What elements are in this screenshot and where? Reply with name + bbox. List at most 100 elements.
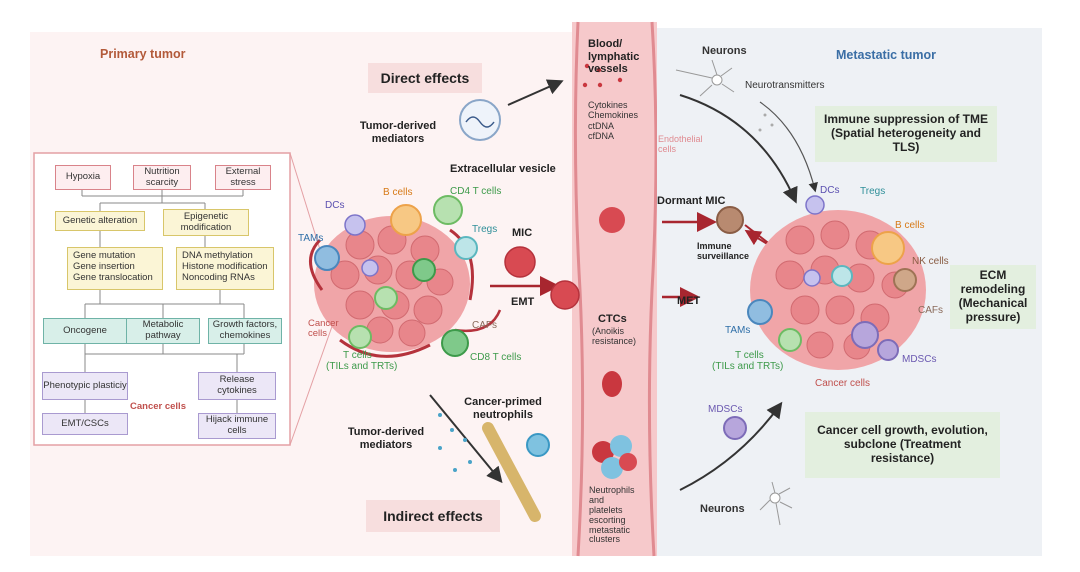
vessel-mediators: Cytokines Chemokines ctDNA cfDNA [588,100,638,141]
met-tils-trts-label: (TILs and TRTs) [712,361,784,372]
neurotransmitters-label: Neurotransmitters [745,80,825,91]
dc-icon [344,214,366,236]
neuron-arrow-top [679,94,798,204]
epi-change-text: DNA methylation [182,250,253,261]
zoom-line-bottom [289,317,336,446]
neurons-bottom-label: Neurons [700,503,745,515]
tams-label: TAMs [298,233,324,244]
neutrophil-icon [526,433,550,457]
cd4-label: CD4 T cells [450,186,502,197]
nk-cell-icon [893,268,917,292]
nutrition-box: Nutrition scarcity [133,165,191,190]
met-cancer-cells-label: Cancer cells [815,378,871,389]
mdsc-icon [851,321,879,349]
met-label: MET [677,295,701,307]
arrow-to-vessel [507,79,564,106]
dcs-label: DCs [325,200,345,211]
primary-tumor-title: Primary tumor [100,47,186,61]
met-dcs-label: DCs [820,185,840,196]
anoikis-label: (Anoikis resistance) [592,326,637,347]
cd8-cell-icon [441,329,469,357]
cd8-label: CD8 T cells [470,352,522,363]
clusters-text: clusters [589,534,621,545]
clusters-text: metastatic [589,524,631,535]
extracellular-vesicle-icon [459,99,501,141]
oncogene-box: Oncogene [43,318,127,344]
clusters-text: Neutrophils [589,485,635,495]
external-stress-box: External stress [215,165,271,190]
treg-icon [454,236,478,260]
dormant-mic-label: Dormant MIC [657,195,726,207]
gene-change-text: Gene translocation [73,271,153,283]
met-tam-icon [747,299,773,325]
tregs-label: Tregs [472,224,498,235]
neuron-icon-top [675,59,735,97]
mediator-text: Chemokines [588,110,639,121]
met-t-cells-label: T cells [735,350,764,361]
t-cells-label: T cells [343,350,372,361]
cd4-cell-icon [433,195,463,225]
arrow-to-bone [429,394,503,484]
met-dc-icon [805,195,825,215]
clusters-text: escorting [589,514,626,525]
neuron-icon-bottom [759,481,793,526]
tam-icon [314,245,340,271]
met-tams-label: TAMs [725,325,751,336]
ecm-box: ECM remodeling (Mechanical pressure) [950,265,1036,329]
mediator-text: Cytokines [588,100,628,110]
clusters-text: and [589,494,605,505]
mediator-text: cfDNA [588,131,615,142]
hijack-immune-box: Hijack immune cells [198,413,276,439]
cancer-cells-cluster-label: Cancer cells [308,318,339,340]
metastatic-title: Metastatic tumor [836,48,937,62]
cancer-cells-label: Cancer cells [130,401,186,412]
vessel-title: Blood/ lymphatic vessels [588,38,640,76]
mic-icon [504,246,536,278]
direct-effects-box: Direct effects [368,63,482,93]
epigenetic-box: Epigenetic modification [163,209,249,236]
met-t-cell-icon [778,328,802,352]
flowchart-connectors [81,190,245,413]
emt-label: EMT [511,296,535,308]
bone-icon [482,422,541,522]
tumor-derived-bottom-label: Tumor-derived mediators [347,426,425,452]
ctcs-label: CTCs [598,313,627,325]
gene-change-text: Gene mutation [73,250,136,261]
epi-change-text: Histone modification [182,260,268,272]
dormant-mic-icon [716,206,744,234]
gene-changes-box: Gene mutation Gene insertion Gene transl… [67,247,163,290]
mdscs-right-label: MDSCs [902,354,937,365]
growth-evolution-box: Cancer cell growth, evolution, subclone … [805,412,1000,478]
neutrophil-cluster-icon [592,435,637,479]
met-tregs-label: Tregs [860,186,886,197]
epi-change-text: Noncoding RNAs [182,271,255,283]
b-cells-label: B cells [383,187,413,198]
mdsc-left-icon [723,416,747,440]
clusters-label: Neutrophils and platelets escorting meta… [589,485,635,545]
vessel-wall-left [573,21,585,557]
neurons-top-label: Neurons [702,45,747,57]
mic-label: MIC [512,227,533,239]
epi-changes-box: DNA methylation Histone modification Non… [176,247,274,290]
mdscs-left-label: MDSCs [708,404,743,415]
primary-tumor-cluster [309,195,536,358]
met-cafs-label: CAFs [918,305,943,316]
hypoxia-box: Hypoxia [55,165,111,190]
metabolic-pathway-box: Metabolic pathway [126,318,200,344]
tumor-derived-top-label: Tumor-derived mediators [359,120,437,146]
release-cytokines-box: Release cytokines [198,372,276,400]
metastatic-tumor-cluster [716,195,926,440]
immune-surveillance-label: Immune surveillance [697,241,750,262]
phenotypic-plasticity-box: Phenotypic plasticiy [42,372,128,400]
nk-cells-label: NK cells [912,256,949,267]
tils-trts-label: (TILs and TRTs) [326,361,398,372]
ev-label: Extracellular vesicle [450,163,556,175]
clusters-text: platelets [589,504,623,515]
immune-suppression-box: Immune suppression of TME (Spatial heter… [815,106,997,162]
endothelial-label: Endothelial cells [658,134,703,155]
indirect-effects-box: Indirect effects [366,500,500,532]
genetic-alteration-box: Genetic alteration [55,211,145,231]
emt-cscs-box: EMT/CSCs [42,413,128,435]
vessel-wall-right [647,21,658,557]
neuron-arrow-bottom [679,401,783,491]
